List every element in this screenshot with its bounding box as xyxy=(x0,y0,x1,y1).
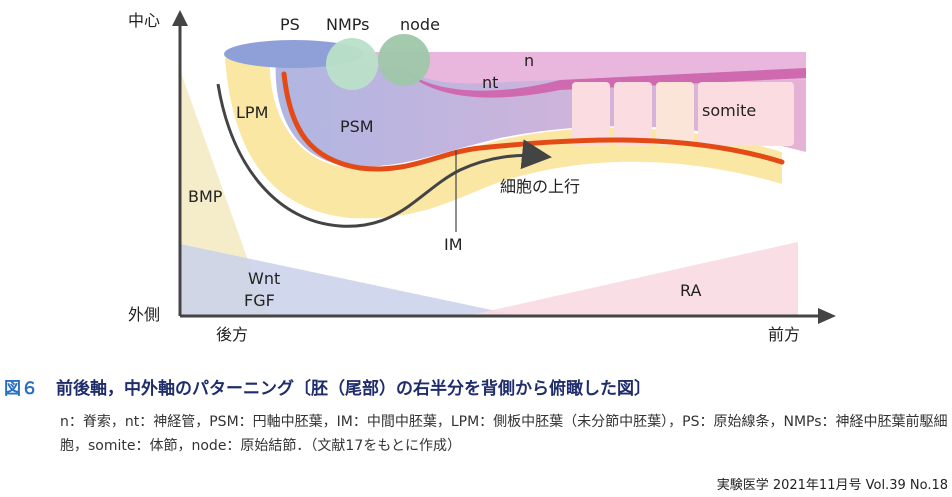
label-im: IM xyxy=(444,235,463,254)
label-cell-rise: 細胞の上行 xyxy=(500,177,580,196)
somites xyxy=(572,82,794,146)
label-wnt: Wnt xyxy=(248,269,280,288)
wnt-fgf-gradient xyxy=(180,244,520,316)
figure-number: 図６ xyxy=(4,379,38,399)
x-axis-arrowhead xyxy=(818,308,836,324)
caption-body: n：脊索，nt：神経管，PSM：円軸中胚葉，IM：中間中胚葉，LPM：側板中胚葉… xyxy=(60,414,948,454)
label-somite: somite xyxy=(702,101,756,120)
label-node: node xyxy=(400,15,440,34)
label-ps: PS xyxy=(280,15,300,34)
label-psm: PSM xyxy=(340,117,374,136)
label-x-right: 前方 xyxy=(768,325,800,344)
ra-gradient xyxy=(466,242,798,316)
node-region xyxy=(378,34,430,86)
label-bmp: BMP xyxy=(188,187,223,206)
lpm-region xyxy=(225,58,782,219)
caption-title-line: 図６ 前後軸，中外軸のパターニング〔胚（尾部）の右半分を背側から俯瞰した図〕 xyxy=(4,374,651,399)
y-axis-arrowhead xyxy=(172,10,188,26)
caption-title: 前後軸，中外軸のパターニング〔胚（尾部）の右半分を背側から俯瞰した図〕 xyxy=(56,379,651,399)
patterning-diagram: 中心 外側 後方 前方 PS NMPs node n nt LPM PSM so… xyxy=(128,10,836,344)
nmps-region xyxy=(326,38,378,90)
label-fgf: FGF xyxy=(244,291,275,310)
neural-tube xyxy=(400,66,806,98)
cell-rise-arrow xyxy=(216,83,552,228)
label-nmps: NMPs xyxy=(326,15,369,34)
source-citation: 実験医学 2021年11月号 Vol.39 No.18 xyxy=(716,478,948,493)
label-nt: nt xyxy=(482,73,498,92)
im-line xyxy=(281,71,785,172)
label-lpm: LPM xyxy=(236,103,268,122)
label-y-bottom: 外側 xyxy=(128,305,160,324)
label-ra: RA xyxy=(680,281,701,300)
label-x-left: 後方 xyxy=(216,325,248,344)
label-y-top: 中心 xyxy=(128,11,160,30)
label-n: n xyxy=(524,51,534,70)
